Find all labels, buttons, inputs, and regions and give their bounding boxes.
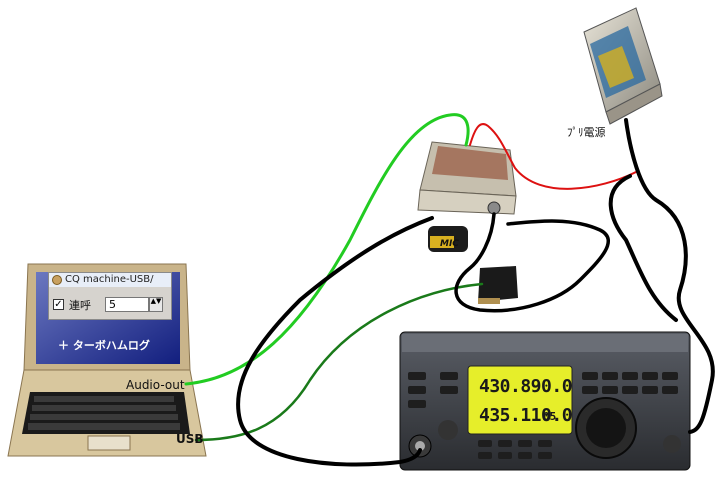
usb-interface-box bbox=[478, 266, 518, 304]
app-icon bbox=[52, 275, 62, 285]
cq-machine-window[interactable]: CQ machine-USB/ ✓ 連呼 5 ▲▼ bbox=[48, 272, 172, 320]
psu-black-cable bbox=[624, 118, 715, 434]
radio-buttons bbox=[408, 372, 678, 459]
red-power-cable bbox=[469, 123, 637, 190]
cables bbox=[184, 113, 715, 467]
interface-board bbox=[417, 141, 517, 252]
spinner-arrows-icon[interactable]: ▲▼ bbox=[149, 297, 163, 312]
audio-out-label: Audio-out bbox=[126, 378, 185, 392]
window-title: CQ machine-USB/ bbox=[49, 273, 171, 287]
keyboard-keys bbox=[28, 396, 180, 430]
rapid-call-row: ✓ 連呼 5 ▲▼ bbox=[53, 297, 167, 313]
mic-black-cable bbox=[236, 216, 434, 467]
sub-frequency-step-display: 05 bbox=[543, 410, 557, 423]
transceiver bbox=[399, 331, 691, 471]
mic-label: MIC bbox=[440, 239, 459, 249]
power-supply bbox=[583, 7, 663, 125]
usb-label: USB bbox=[176, 432, 204, 446]
rapid-call-checkbox[interactable]: ✓ bbox=[53, 299, 64, 310]
sub-frequency-display: 435.110.0 bbox=[479, 405, 573, 426]
usb-dark-green-cable bbox=[194, 282, 484, 442]
psu-black-loop bbox=[608, 174, 678, 322]
turbo-hamlog-link[interactable]: ＋ ターボハムログ bbox=[58, 339, 150, 352]
audio-out-green-cable bbox=[184, 113, 470, 386]
interface-to-radio-cable bbox=[454, 212, 610, 313]
power-supply-label: ﾌﾟﾘ電源 bbox=[567, 126, 606, 139]
main-frequency-display: 430.890.0 bbox=[479, 376, 573, 397]
rapid-call-label: 連呼 bbox=[69, 299, 91, 312]
rapid-call-count-field[interactable]: 5 bbox=[105, 297, 149, 312]
